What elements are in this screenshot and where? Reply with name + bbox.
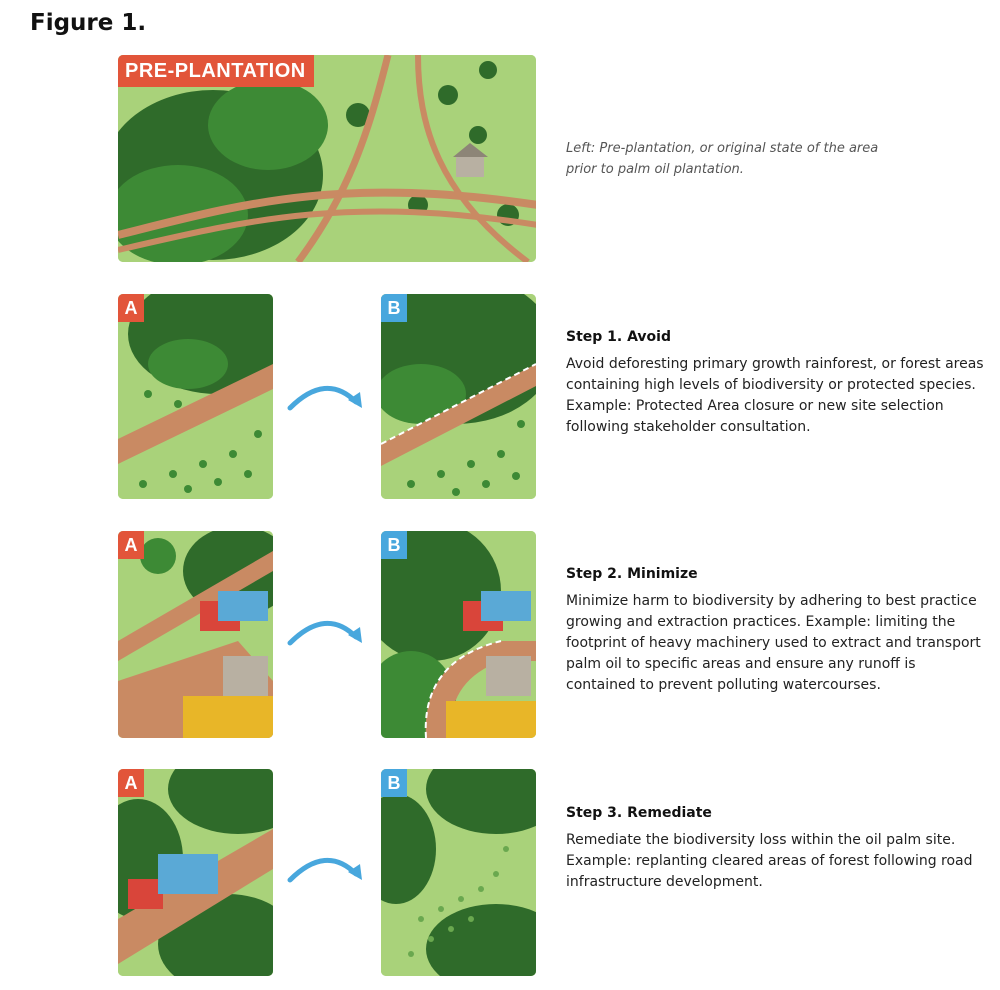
badge-a: A — [118, 531, 144, 559]
step2-panel-b: B — [381, 531, 536, 738]
pre-plantation-illustration: PRE-PLANTATION — [118, 55, 536, 262]
step1-title: Step 1. Avoid — [566, 329, 671, 345]
figure-title: Figure 1. — [30, 10, 147, 36]
pre-plantation-label: PRE-PLANTATION — [118, 55, 314, 87]
pre-plantation-caption: Left: Pre-plantation, or original state … — [566, 141, 879, 177]
badge-b: B — [381, 531, 407, 559]
badge-b: B — [381, 769, 407, 797]
arrow-icon — [287, 858, 362, 883]
step3-panel-b: B — [381, 769, 536, 976]
step1-text: Avoid deforesting primary growth rainfor… — [566, 356, 984, 435]
step1-panel-a: A — [118, 294, 273, 499]
step2-panel-a: A — [118, 531, 273, 738]
step3-panel-a: A — [118, 769, 273, 976]
step2-title: Step 2. Minimize — [566, 566, 698, 582]
arrow-icon — [287, 386, 362, 411]
badge-a: A — [118, 294, 144, 322]
arrow-icon — [287, 621, 362, 646]
step2-text: Minimize harm to biodiversity by adherin… — [566, 593, 981, 693]
step3-title: Step 3. Remediate — [566, 805, 712, 821]
badge-a: A — [118, 769, 144, 797]
step3-text: Remediate the biodiversity loss within t… — [566, 832, 973, 890]
step1-panel-b: B — [381, 294, 536, 499]
badge-b: B — [381, 294, 407, 322]
